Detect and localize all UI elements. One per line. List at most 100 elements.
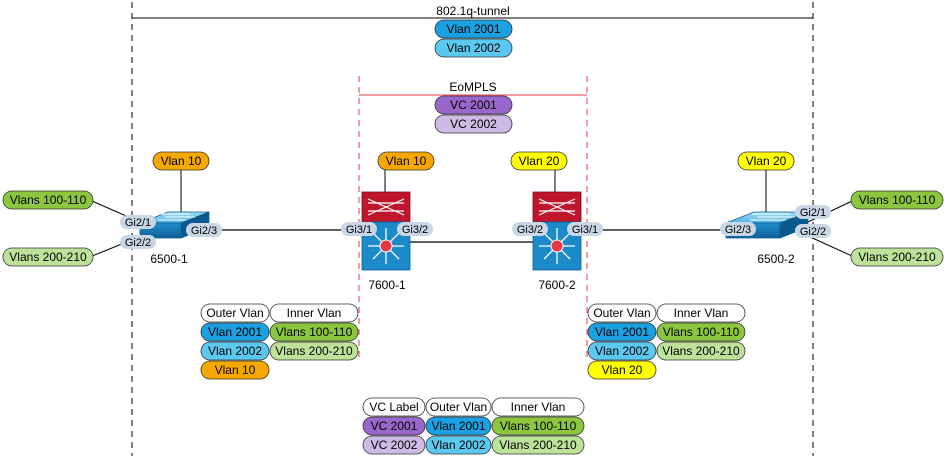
router-center-dot bbox=[379, 239, 393, 253]
device-label-6500-2: 6500-2 bbox=[757, 252, 795, 266]
header-inner-vlan: Inner Vlan bbox=[269, 303, 359, 323]
svg-text:Vlan 10: Vlan 10 bbox=[161, 154, 202, 168]
switch-arrows-icon bbox=[158, 213, 195, 221]
svg-text:Gi3/1: Gi3/1 bbox=[346, 224, 372, 236]
svg-text:Gi2/1: Gi2/1 bbox=[125, 217, 151, 229]
svg-text:VC 2002: VC 2002 bbox=[371, 438, 418, 452]
svg-text:Gi2/2: Gi2/2 bbox=[125, 237, 151, 249]
svg-text:Outer Vlan: Outer Vlan bbox=[593, 306, 650, 320]
svg-text:Gi3/1: Gi3/1 bbox=[572, 224, 598, 236]
svg-text:Vlan 10: Vlan 10 bbox=[386, 154, 427, 168]
port-gi3-2-7600-1: Gi3/2 bbox=[397, 222, 433, 236]
svg-text:Vlans 100-110: Vlans 100-110 bbox=[10, 193, 87, 207]
cell-vlans-200-210: Vlans 200-210 bbox=[269, 341, 359, 361]
svg-text:Vlan 20: Vlan 20 bbox=[519, 154, 560, 168]
svg-text:Inner Vlan: Inner Vlan bbox=[511, 400, 566, 414]
svg-text:Vlan 10: Vlan 10 bbox=[215, 363, 256, 377]
bottom-mapping-table: VC Label Outer Vlan Inner Vlan VC 2001 V… bbox=[362, 397, 585, 455]
router-center-dot bbox=[550, 239, 564, 253]
svg-text:Outer Vlan: Outer Vlan bbox=[206, 306, 263, 320]
svg-text:Vlans 200-210: Vlans 200-210 bbox=[275, 344, 353, 358]
cell-vlan-2002: Vlan 2002 bbox=[200, 341, 270, 361]
eompls-vc-2002-pill: VC 2002 bbox=[434, 114, 513, 134]
port-gi2-3-6500-2: Gi2/3 bbox=[720, 222, 756, 236]
vlan-10-pill-6500-1: Vlan 10 bbox=[152, 151, 210, 171]
left-mapping-table: Outer Vlan Inner Vlan Vlan 2001 Vlans 10… bbox=[200, 303, 359, 380]
svg-text:VC Label: VC Label bbox=[369, 400, 418, 414]
svg-text:Vlan 2002: Vlan 2002 bbox=[595, 344, 649, 358]
svg-text:Vlan 2002: Vlan 2002 bbox=[446, 41, 500, 55]
cell-vlan-20: Vlan 20 bbox=[587, 360, 657, 380]
cell-vlans-100-110: Vlans 100-110 bbox=[269, 322, 359, 342]
port-gi3-1-7600-1: Gi3/1 bbox=[341, 222, 377, 236]
port-gi2-2-6500-2: Gi2/2 bbox=[795, 224, 831, 238]
cell-vlan-2001: Vlan 2001 bbox=[200, 322, 270, 342]
tunnel-vlan-2002-pill: Vlan 2002 bbox=[434, 38, 513, 58]
vlan-20-pill-6500-2: Vlan 20 bbox=[737, 151, 795, 171]
svg-text:VC 2001: VC 2001 bbox=[450, 98, 497, 112]
svg-text:Vlans 200-210: Vlans 200-210 bbox=[499, 438, 577, 452]
svg-text:Gi2/3: Gi2/3 bbox=[191, 225, 217, 237]
port-gi2-1-6500-2: Gi2/1 bbox=[795, 205, 831, 219]
header-outer-vlan: Outer Vlan bbox=[200, 303, 270, 323]
svg-text:Vlans 100-110: Vlans 100-110 bbox=[663, 325, 740, 339]
svg-text:Inner Vlan: Inner Vlan bbox=[287, 306, 342, 320]
vlan-20-pill-7600-2: Vlan 20 bbox=[510, 151, 568, 171]
cell-vlans-100-110: Vlans 100-110 bbox=[491, 416, 585, 436]
access-link-right-2 bbox=[807, 235, 853, 257]
svg-text:Vlan 2002: Vlan 2002 bbox=[208, 344, 262, 358]
cell-vlan-2001: Vlan 2001 bbox=[587, 322, 657, 342]
cell-vlan-2001: Vlan 2001 bbox=[425, 416, 492, 436]
svg-text:Vlan 20: Vlan 20 bbox=[746, 154, 787, 168]
svg-text:VC 2001: VC 2001 bbox=[371, 419, 418, 433]
cell-vc-2001: VC 2001 bbox=[362, 416, 426, 436]
svg-text:Vlans 200-210: Vlans 200-210 bbox=[858, 250, 936, 264]
svg-text:Gi2/1: Gi2/1 bbox=[800, 207, 826, 219]
eompls-label: EoMPLS bbox=[449, 80, 496, 94]
access-vlans-200-210-left: Vlans 200-210 bbox=[2, 247, 94, 267]
svg-text:Gi2/2: Gi2/2 bbox=[800, 226, 826, 238]
access-vlans-100-110-right: Vlans 100-110 bbox=[850, 190, 944, 210]
svg-text:Vlan 20: Vlan 20 bbox=[602, 363, 643, 377]
header-outer-vlan: Outer Vlan bbox=[587, 303, 657, 323]
device-label-7600-2: 7600-2 bbox=[538, 278, 576, 292]
cell-vlan-2002: Vlan 2002 bbox=[587, 341, 657, 361]
port-gi2-3-6500-1: Gi2/3 bbox=[186, 223, 222, 237]
tunnel-label: 802.1q-tunnel bbox=[436, 4, 509, 18]
access-vlans-200-210-right: Vlans 200-210 bbox=[850, 247, 944, 267]
svg-text:Gi3/2: Gi3/2 bbox=[517, 224, 543, 236]
svg-text:Vlan 2001: Vlan 2001 bbox=[595, 325, 649, 339]
header-inner-vlan: Inner Vlan bbox=[491, 397, 585, 417]
svg-text:Vlans 100-110: Vlans 100-110 bbox=[859, 193, 936, 207]
header-outer-vlan: Outer Vlan bbox=[425, 397, 492, 417]
svg-text:Vlan 2001: Vlan 2001 bbox=[431, 419, 485, 433]
switch-arrows-icon bbox=[750, 213, 795, 221]
svg-text:Gi2/3: Gi2/3 bbox=[725, 224, 751, 236]
svg-text:Vlans 100-110: Vlans 100-110 bbox=[500, 419, 577, 433]
device-label-7600-1: 7600-1 bbox=[368, 278, 406, 292]
svg-text:Gi3/2: Gi3/2 bbox=[402, 224, 428, 236]
cell-vlan-10: Vlan 10 bbox=[200, 360, 270, 380]
tunnel-vlan-2001-pill: Vlan 2001 bbox=[434, 19, 513, 39]
svg-text:Inner Vlan: Inner Vlan bbox=[674, 306, 729, 320]
access-vlans-100-110-left: Vlans 100-110 bbox=[2, 190, 94, 210]
cell-vlans-200-210: Vlans 200-210 bbox=[491, 435, 585, 455]
cell-vlans-100-110: Vlans 100-110 bbox=[656, 322, 746, 342]
svg-text:Vlan 2002: Vlan 2002 bbox=[431, 438, 485, 452]
router-crossed-arrows-icon bbox=[367, 198, 405, 216]
svg-text:VC 2002: VC 2002 bbox=[450, 117, 497, 131]
svg-text:Vlan 2001: Vlan 2001 bbox=[208, 325, 262, 339]
eompls-vc-2001-pill: VC 2001 bbox=[434, 95, 513, 115]
cell-vc-2002: VC 2002 bbox=[362, 435, 426, 455]
svg-text:Vlan 2001: Vlan 2001 bbox=[446, 22, 500, 36]
svg-text:Vlans 200-210: Vlans 200-210 bbox=[9, 250, 87, 264]
port-gi3-2-7600-2: Gi3/2 bbox=[512, 222, 548, 236]
vlan-10-pill-7600-1: Vlan 10 bbox=[377, 151, 435, 171]
header-inner-vlan: Inner Vlan bbox=[656, 303, 746, 323]
port-gi2-2-6500-1: Gi2/2 bbox=[120, 235, 156, 249]
port-gi2-1-6500-1: Gi2/1 bbox=[120, 215, 156, 229]
router-crossed-arrows-icon bbox=[538, 198, 576, 216]
port-gi3-1-7600-2: Gi3/1 bbox=[567, 222, 603, 236]
svg-text:Vlans 200-210: Vlans 200-210 bbox=[662, 344, 740, 358]
